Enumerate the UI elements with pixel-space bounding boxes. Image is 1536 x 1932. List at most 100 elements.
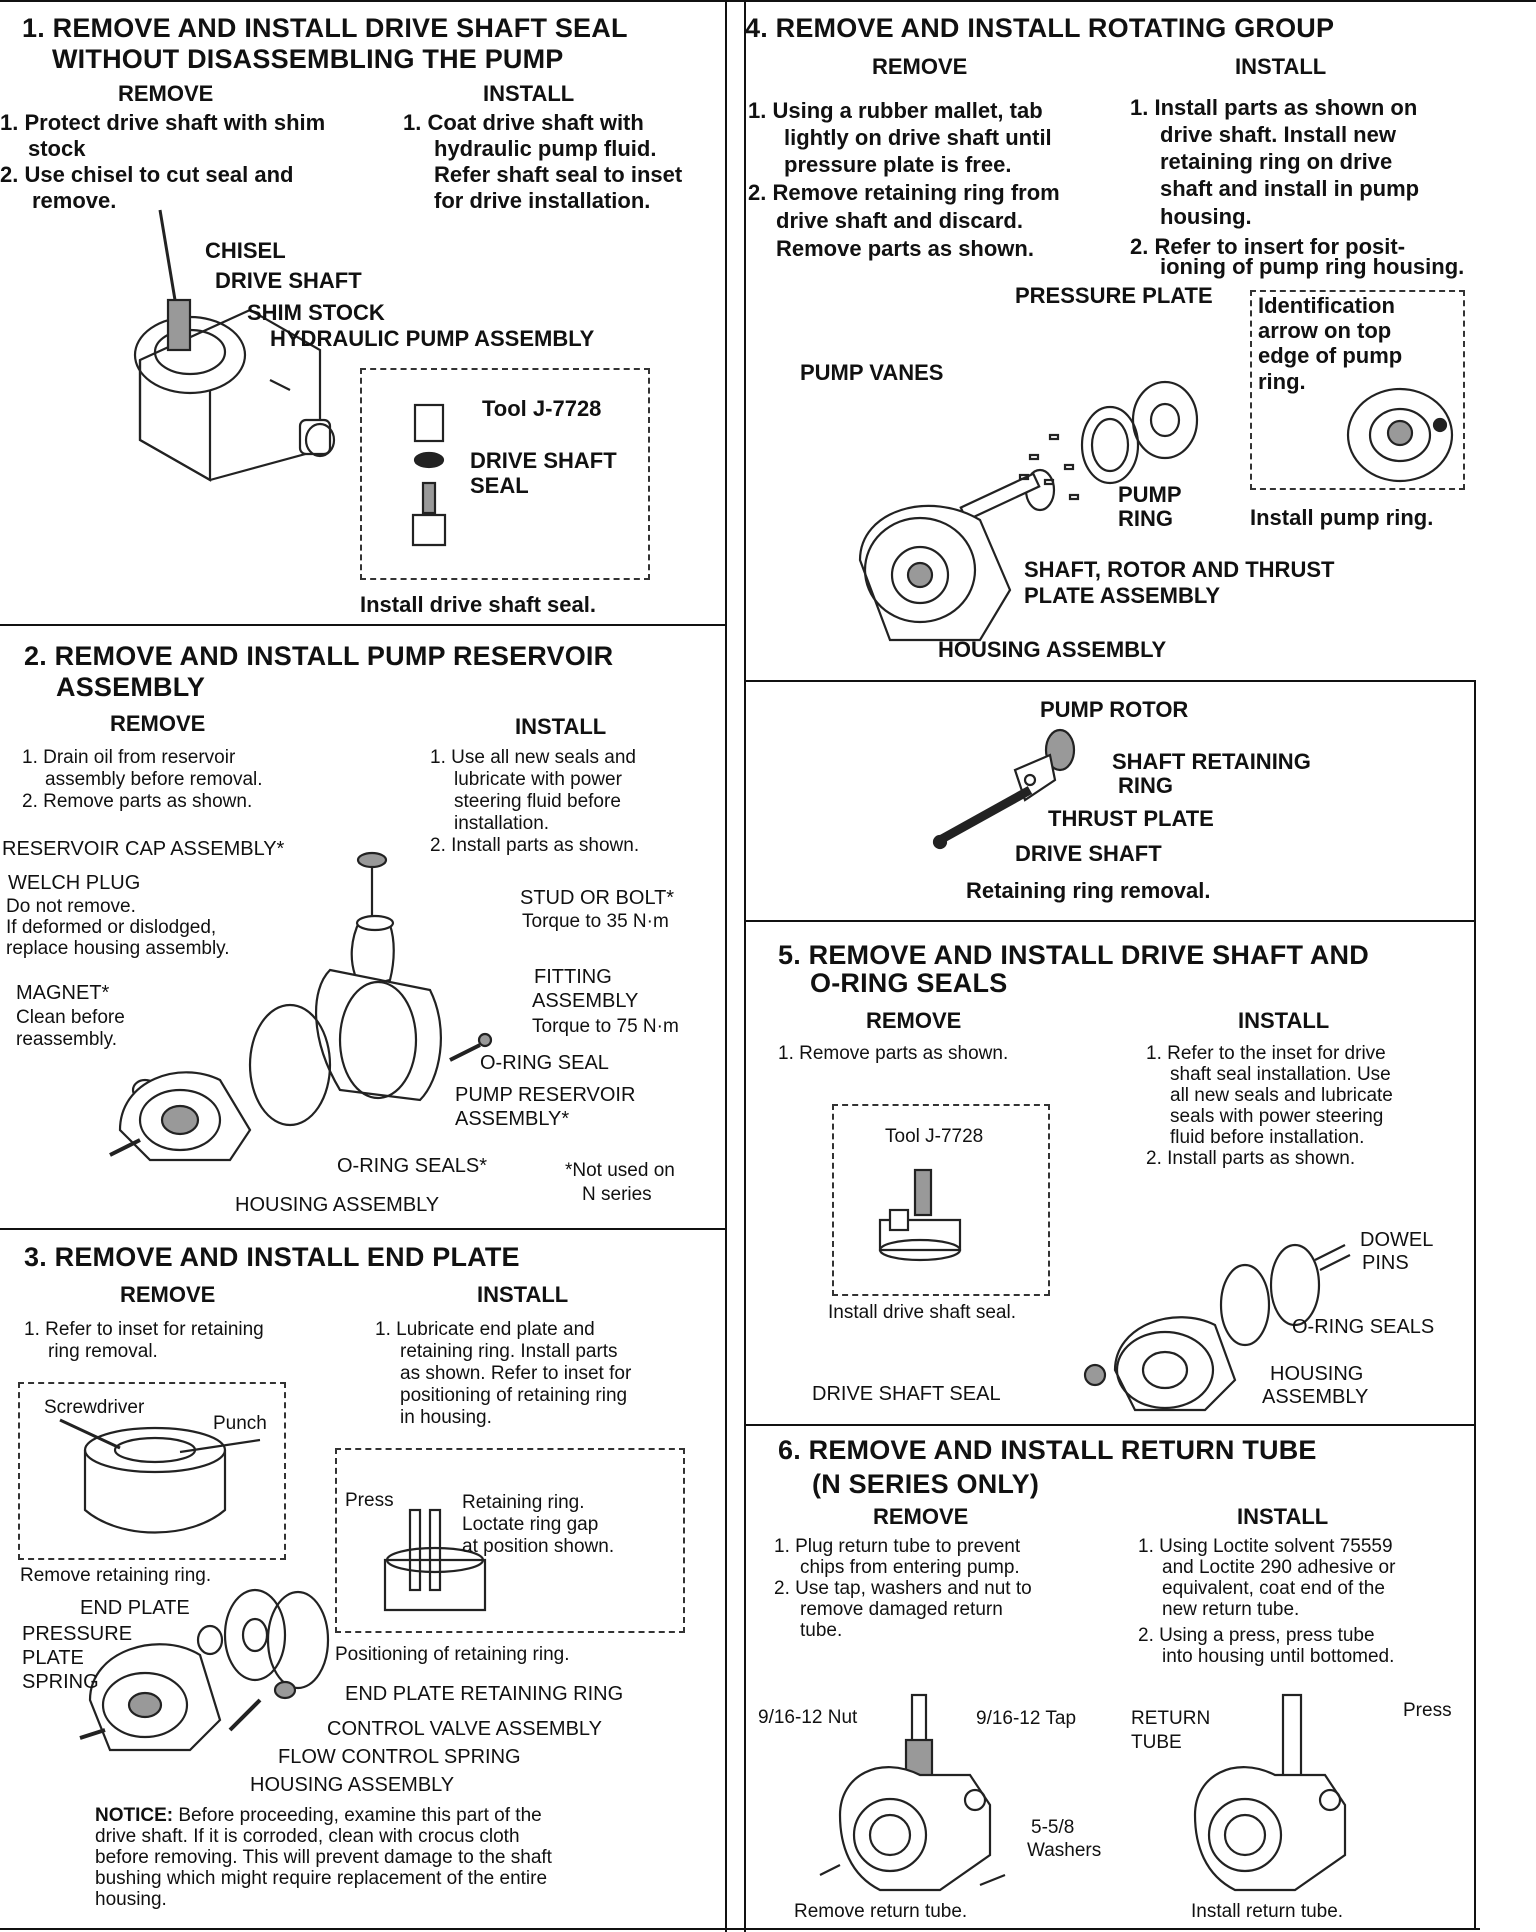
s4-label-ring1: PUMP [1118, 482, 1182, 507]
s4-label-housing: HOUSING ASSEMBLY [938, 637, 1167, 662]
s6-remove-step2a: 2. Use tap, washers and nut to [774, 1578, 1032, 1599]
s4-label-pressure-plate: PRESSURE PLATE [1015, 283, 1213, 308]
s6-install-step2a: 2. Using a press, press tube [1138, 1625, 1375, 1646]
s6-install-step1a: 1. Using Loctite solvent 75559 [1138, 1536, 1393, 1557]
s4-inset-caption: Install pump ring. [1250, 505, 1434, 530]
s1-remove-step1a: 1. Protect drive shaft with shim [0, 110, 326, 135]
s2-label-cap: RESERVOIR CAP ASSEMBLY* [2, 838, 285, 860]
s5-label-dowel2: PINS [1362, 1252, 1409, 1274]
s2-title-line2: ASSEMBLY [56, 672, 206, 702]
s4-label-drive: DRIVE SHAFT [1015, 841, 1162, 866]
s5-remove-step1: 1. Remove parts as shown. [778, 1043, 1009, 1064]
s3-install-step1a: 1. Lubricate end plate and [375, 1319, 595, 1340]
s4-label-srt2: PLATE ASSEMBLY [1024, 583, 1220, 608]
s6-title-line2: (N SERIES ONLY) [812, 1469, 1040, 1499]
s3-inset-remove-illustration [59, 1418, 261, 1534]
s4-install-step1a: 1. Install parts as shown on [1130, 95, 1418, 120]
s5-inset-tool-label: Tool J-7728 [885, 1126, 984, 1147]
s2-reservoir-illustration [109, 851, 493, 1162]
s3-notice-bold: NOTICE: [95, 1805, 174, 1826]
s3-label-punch: Punch [213, 1413, 267, 1434]
s5-install-step1a: 1. Refer to the inset for drive [1146, 1043, 1386, 1064]
s1-install-step1a: 1. Coat drive shaft with [403, 110, 644, 135]
s4-remove-step1b: lightly on drive shaft until [784, 125, 1052, 150]
s6-install-tube-illustration [1193, 1693, 1347, 1892]
s1-inset-tool-label: Tool J-7728 [482, 396, 602, 421]
s4-inset-id3: edge of pump [1258, 343, 1403, 368]
s4-remove-step1c: pressure plate is free. [784, 152, 1012, 177]
s5-label-dowel1: DOWEL [1360, 1229, 1434, 1251]
s6-title-line1: 6. REMOVE AND INSTALL RETURN TUBE [778, 1435, 1317, 1465]
s4-caption-retaining: Retaining ring removal. [966, 878, 1211, 903]
s5-label-housing2: ASSEMBLY [1262, 1386, 1369, 1408]
s4-label-srt1: SHAFT, ROTOR AND THRUST [1024, 557, 1335, 582]
s3-caption-position: Positioning of retaining ring. [335, 1644, 570, 1665]
s3-inset-remove-box [18, 1382, 286, 1560]
s4-inset-id2: arrow on top [1258, 318, 1392, 343]
s2-label-magnet2: Clean before [16, 1007, 125, 1028]
s1-title-line2: WITHOUT DISASSEMBLING THE PUMP [52, 44, 564, 74]
s2-install-step1b: lubricate with power [454, 769, 622, 790]
s1-label-pump-assembly: HYDRAULIC PUMP ASSEMBLY [270, 326, 595, 351]
s4-inset-ring-illustration [1346, 387, 1454, 483]
s4-remove-step1a: 1. Using a rubber mallet, tab [748, 98, 1043, 123]
s4-rotating-group-illustration [858, 380, 1199, 642]
s6-label-wash1: 5-5/8 [1031, 1817, 1075, 1838]
divider-inset-s5 [744, 920, 1474, 922]
s3-label-ring2: Loctate ring gap [462, 1514, 599, 1535]
s3-label-fcs: FLOW CONTROL SPRING [278, 1746, 521, 1768]
divider-s5-s6 [744, 1424, 1474, 1426]
s2-install-step2: 2. Install parts as shown. [430, 835, 640, 856]
s6-install-step1b: and Loctite 290 adhesive or [1162, 1557, 1396, 1578]
s4-label-sr2: RING [1118, 773, 1173, 798]
s5-inset-caption: Install drive shaft seal. [828, 1302, 1016, 1323]
s6-label-nut: 9/16-12 Nut [758, 1707, 858, 1728]
s4-install-step1d: shaft and install in pump [1160, 176, 1420, 201]
s3-notice-line4: bushing which might require replacement … [95, 1868, 548, 1889]
s1-install-heading: INSTALL [483, 81, 575, 106]
s2-label-res2: ASSEMBLY* [455, 1108, 570, 1130]
s2-label-magnet1: MAGNET* [16, 982, 110, 1004]
s2-remove-step2: 2. Remove parts as shown. [22, 791, 253, 812]
s5-inset-box [832, 1104, 1050, 1296]
s3-caption-remove: Remove retaining ring. [20, 1565, 212, 1586]
s3-install-step1d: positioning of retaining ring [400, 1385, 628, 1406]
s3-install-heading: INSTALL [477, 1282, 569, 1307]
s1-remove-heading: REMOVE [118, 81, 214, 106]
s3-inset-position-illustration [383, 1508, 487, 1612]
s4-inset-box [1250, 290, 1465, 490]
s4-remove-step2a: 2. Remove retaining ring from [748, 180, 1060, 205]
s6-install-step1d: new return tube. [1162, 1599, 1300, 1620]
s1-install-step1d: for drive installation. [434, 188, 651, 213]
s4-label-thrust: THRUST PLATE [1048, 806, 1214, 831]
s1-title-line1: 1. REMOVE AND INSTALL DRIVE SHAFT SEAL [22, 13, 628, 43]
s2-remove-step1a: 1. Drain oil from reservoir [22, 747, 236, 768]
s6-label-tap: 9/16-12 Tap [976, 1708, 1077, 1729]
s3-notice-line5: housing. [95, 1889, 167, 1910]
s4-retaining-ring-illustration [932, 728, 1076, 850]
s6-install-heading: INSTALL [1237, 1504, 1329, 1529]
s2-label-welch3: If deformed or dislodged, [6, 917, 217, 938]
s2-label-housing: HOUSING ASSEMBLY [235, 1194, 440, 1216]
right-border [1474, 680, 1476, 1930]
top-border [0, 0, 1536, 2]
s3-inset-position-box [335, 1448, 685, 1633]
s2-label-orings: O-RING SEALS* [337, 1155, 488, 1177]
s4-label-sr1: SHAFT RETAINING [1112, 749, 1311, 774]
s1-inset-box [360, 368, 650, 580]
s6-remove-step1b: chips from entering pump. [800, 1557, 1020, 1578]
s2-label-res1: PUMP RESERVOIR [455, 1084, 636, 1106]
s1-label-chisel: CHISEL [205, 238, 286, 263]
s3-label-housing: HOUSING ASSEMBLY [250, 1774, 455, 1796]
s2-label-stud2: Torque to 35 N·m [522, 911, 669, 932]
s2-label-fit2: ASSEMBLY [532, 990, 639, 1012]
s3-label-press: Press [345, 1490, 394, 1511]
s4-label-ring2: RING [1118, 506, 1173, 531]
s4-remove-heading: REMOVE [872, 54, 968, 79]
s4-install-step2b: ioning of pump ring housing. [1160, 254, 1465, 279]
divider-s4-inset [744, 680, 1474, 682]
s3-notice-line1: NOTICE: Before proceeding, examine this … [95, 1805, 542, 1826]
s6-remove-heading: REMOVE [873, 1504, 969, 1529]
s6-remove-step2b: remove damaged return [800, 1599, 1003, 1620]
s2-label-stud1: STUD OR BOLT* [520, 887, 675, 909]
